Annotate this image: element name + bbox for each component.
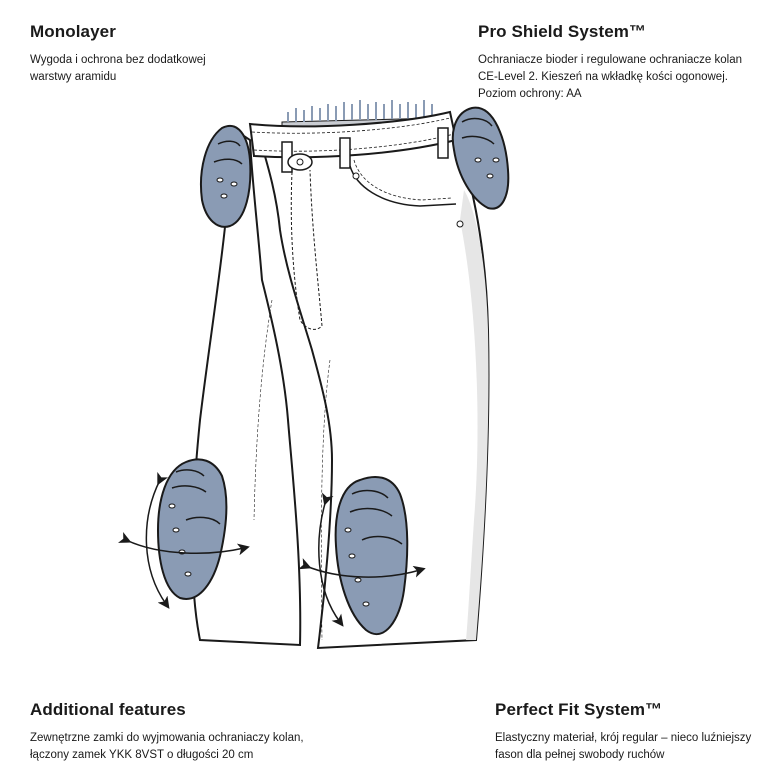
front-pocket: [349, 165, 457, 207]
callout-pro-shield: Pro Shield System™ Ochraniacze bioder i …: [478, 22, 758, 103]
belt-loop: [437, 127, 449, 159]
callout-title: Additional features: [30, 700, 186, 719]
callout-monolayer: Monolayer Wygoda i ochrona bez dodatkowe…: [30, 22, 230, 86]
adjust-arrows-left: [118, 471, 250, 609]
callout-additional-features: Additional features Zewnętrzne zamki do …: [30, 700, 350, 764]
callout-title: Pro Shield System™: [478, 22, 647, 41]
fly-stitching: [290, 169, 323, 330]
hip-armor-right: [451, 106, 510, 210]
side-shading: [460, 190, 489, 640]
callout-title: Monolayer: [30, 22, 116, 41]
callout-text: Elastyczny materiał, krój regular – niec…: [495, 732, 752, 761]
callout-text: Zewnętrzne zamki do wyjmowania ochraniac…: [30, 732, 304, 761]
callout-text: Ochraniacze bioder i regulowane ochrania…: [478, 54, 743, 100]
callout-title: Perfect Fit System™: [495, 700, 663, 719]
rivet: [456, 220, 464, 228]
callout-text: Wygoda i ochrona bez dodatkowej warstwy …: [30, 54, 206, 83]
callout-perfect-fit: Perfect Fit System™ Elastyczny materiał,…: [495, 700, 765, 764]
waist-button: [287, 153, 313, 171]
belt-loop: [339, 137, 351, 169]
rivet: [352, 172, 360, 180]
adjust-arrows-right: [298, 492, 426, 627]
hip-armor-left: [200, 125, 252, 228]
